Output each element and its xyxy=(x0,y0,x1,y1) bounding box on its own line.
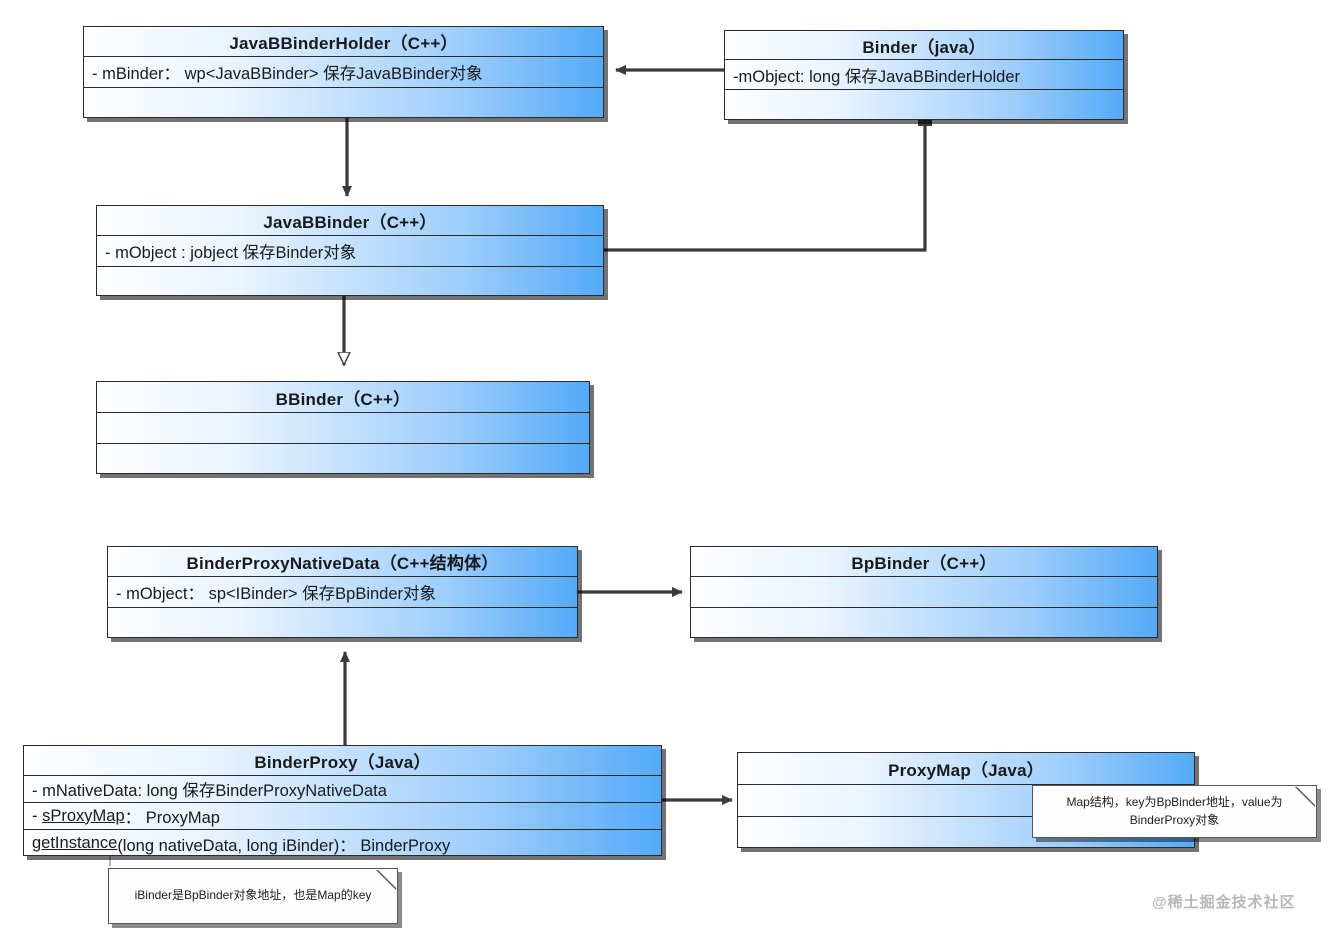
class-box-javabbinder[interactable]: JavaBBinder（C++） - mObject : jobject 保存B… xyxy=(96,205,604,296)
class-title-proxymap: ProxyMap（Java） xyxy=(738,753,1194,785)
class-attr-row: - mObject : jobject 保存Binder对象 xyxy=(97,236,603,267)
class-empty-row xyxy=(725,90,1123,119)
note-text: iBinder是BpBinder对象地址，也是Map的key xyxy=(135,887,372,904)
class-attr-row: - mNativeData: long 保存BinderProxyNativeD… xyxy=(24,776,661,803)
class-title-binderproxy: BinderProxy（Java） xyxy=(24,746,661,776)
class-empty-row xyxy=(84,88,603,117)
note-fold-icon xyxy=(1296,786,1316,806)
watermark: @稀土掘金技术社区 xyxy=(1152,894,1296,911)
connector-binder-to-javabbinder xyxy=(604,114,932,252)
class-attr-row: -mObject: long 保存JavaBBinderHolder xyxy=(725,60,1123,90)
class-title-javabbinder: JavaBBinder（C++） xyxy=(97,206,603,236)
class-title-binderproxynativedata: BinderProxyNativeData（C++结构体） xyxy=(108,547,577,577)
class-attr-row: - mBinder： wp<JavaBBinder> 保存JavaBBinder… xyxy=(84,57,603,88)
class-box-binderproxynativedata[interactable]: BinderProxyNativeData（C++结构体） - mObject：… xyxy=(107,546,578,638)
class-empty-row xyxy=(691,577,1157,608)
class-empty-row xyxy=(108,608,577,637)
static-method-name: getInstance xyxy=(32,834,118,852)
class-title-bpbinder: BpBinder（C++） xyxy=(691,547,1157,577)
static-attr-name: sProxyMap xyxy=(42,806,125,825)
note-line-2: BinderProxy对象 xyxy=(1129,812,1220,827)
method-signature: (long nativeData, long iBinder)： BinderP… xyxy=(117,836,451,855)
note-binderproxy: iBinder是BpBinder对象地址，也是Map的key xyxy=(108,868,398,924)
class-title-bbinder: BBinder（C++） xyxy=(97,382,589,413)
attr-prefix: - xyxy=(32,806,43,825)
note-line-1: Map结构，key为BpBinder地址，value为 xyxy=(1066,795,1283,810)
note-fold-icon xyxy=(377,869,397,889)
class-box-bpbinder[interactable]: BpBinder（C++） xyxy=(690,546,1158,638)
note-proxymap: Map结构，key为BpBinder地址，value为 BinderProxy对… xyxy=(1032,785,1317,838)
class-empty-row xyxy=(738,785,1194,817)
class-method-row-static: getInstance(long nativeData, long iBinde… xyxy=(24,830,661,857)
attr-suffix: ： ProxyMap xyxy=(124,809,220,827)
note-text: Map结构，key为BpBinder地址，value为 BinderProxy对… xyxy=(1066,794,1282,829)
class-box-javabbinderholder[interactable]: JavaBBinderHolder（C++） - mBinder： wp<Jav… xyxy=(83,26,604,118)
class-box-binderproxy[interactable]: BinderProxy（Java） - mNativeData: long 保存… xyxy=(23,745,662,856)
class-box-bbinder[interactable]: BBinder（C++） xyxy=(96,381,590,474)
class-empty-row xyxy=(97,444,589,473)
class-empty-row xyxy=(691,608,1157,637)
class-box-binder-java[interactable]: Binder（java） -mObject: long 保存JavaBBinde… xyxy=(724,30,1124,120)
note-line-1: iBinder是BpBinder对象地址，也是Map的key xyxy=(134,888,372,903)
class-empty-row xyxy=(97,267,603,295)
class-title-javabbinderholder: JavaBBinderHolder（C++） xyxy=(84,27,603,57)
class-empty-row xyxy=(97,413,589,444)
class-title-binder-java: Binder（java） xyxy=(725,31,1123,60)
class-attr-row-static: - sProxyMap： ProxyMap xyxy=(24,803,661,830)
class-attr-row: - mObject： sp<IBinder> 保存BpBinder对象 xyxy=(108,577,577,608)
